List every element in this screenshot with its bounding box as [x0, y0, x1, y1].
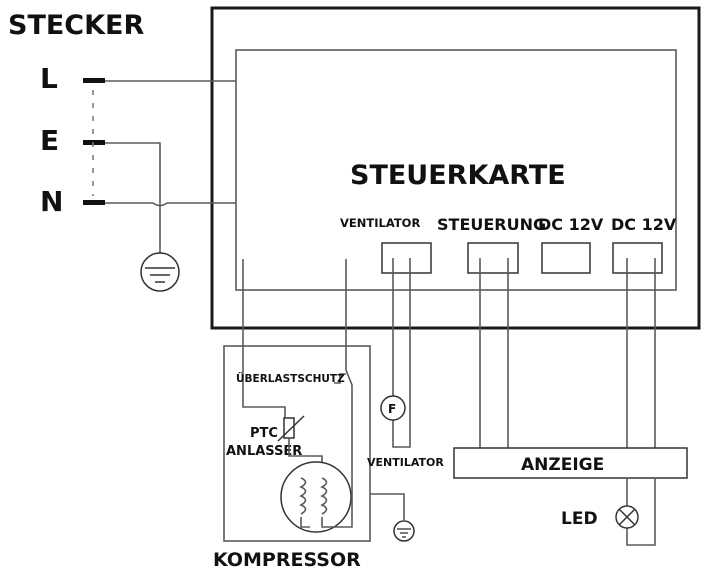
connector-label-dc2: DC 12V	[611, 215, 677, 234]
led-cross-2	[618, 508, 636, 526]
fan-symbol-icon	[380, 395, 406, 421]
plug-label-e: E	[40, 124, 59, 157]
plug-pin-l	[83, 78, 105, 83]
motor-coil-left	[299, 477, 307, 515]
wire-compressor-left	[242, 259, 286, 418]
display-unit	[453, 447, 688, 479]
motor-coil-right	[320, 477, 328, 515]
connector-label-fan: VENTILATOR	[340, 216, 420, 230]
wire-ptc-motor	[288, 438, 323, 467]
connector-dc2	[612, 242, 663, 274]
fan-label: VENTILATOR	[367, 456, 444, 469]
wire-earth	[105, 142, 161, 258]
connector-label-control: STEUERUNG	[437, 215, 546, 234]
plug-pin-n	[83, 200, 105, 205]
control-board-title: STEUERKARTE	[350, 160, 566, 191]
compressor-title: KOMPRESSOR	[213, 549, 361, 571]
starter-label: ANLASSER	[226, 444, 302, 459]
plug-pin-e	[83, 140, 105, 145]
wire-motor-right	[321, 485, 353, 528]
wire-compressor-ground	[370, 493, 405, 520]
control-board-inner	[235, 49, 677, 291]
plug-label-l: L	[40, 62, 58, 95]
wire-fan-b	[392, 258, 411, 448]
display-label: ANZEIGE	[521, 455, 604, 475]
ptc-diagonal	[277, 415, 305, 442]
ptc-label: PTC	[250, 426, 278, 441]
connector-label-dc1: DC 12V	[538, 215, 604, 234]
fan-symbol: F	[388, 402, 396, 416]
plug-title: STECKER	[8, 10, 144, 41]
overload-label: ÜBERLASTSCHUTZ	[236, 371, 345, 385]
compressor-box	[223, 345, 371, 542]
control-board	[210, 6, 701, 330]
led-label: LED	[561, 509, 598, 529]
connector-fan	[381, 242, 432, 274]
compressor-ground-icon	[393, 520, 415, 542]
plug-label-n: N	[40, 185, 63, 218]
ground-symbol-icon	[140, 252, 180, 292]
connector-control	[467, 242, 519, 274]
motor-icon	[280, 461, 352, 533]
wire-motor-left	[300, 517, 310, 528]
wire-led-right	[626, 478, 656, 546]
overload-icon	[334, 373, 346, 384]
wire-compressor-right	[345, 259, 353, 485]
connector-dc1	[541, 242, 591, 274]
